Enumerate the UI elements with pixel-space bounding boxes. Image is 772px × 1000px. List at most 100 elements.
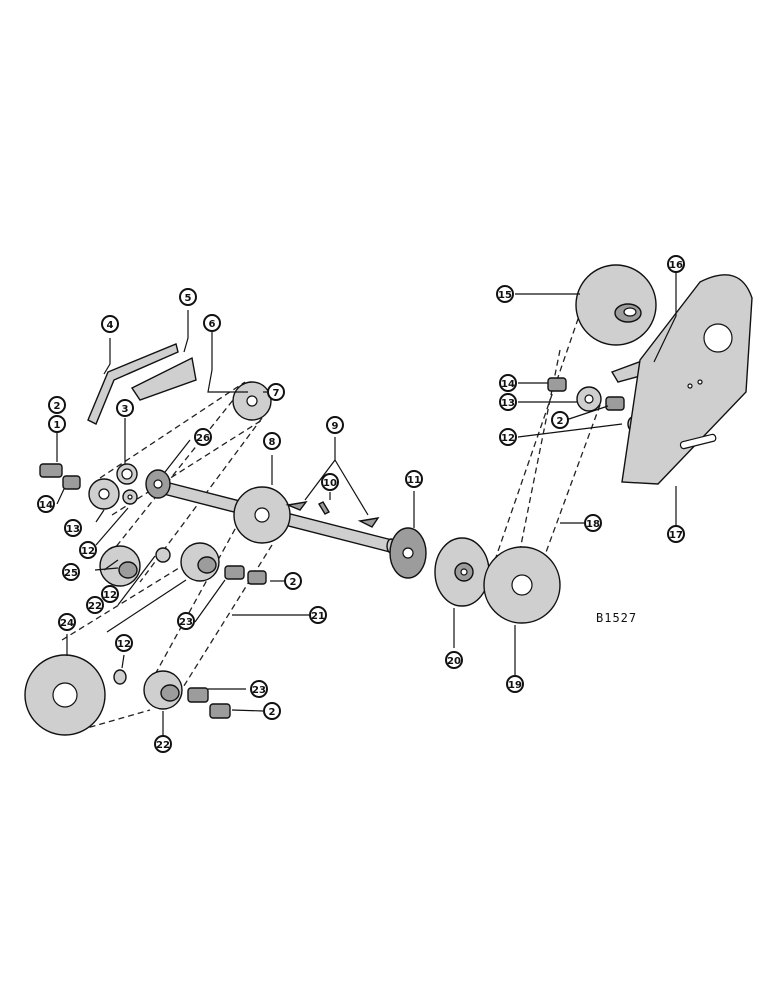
callout-16: 16 [667, 255, 685, 273]
callout-14-left: 14 [37, 495, 55, 513]
svg-text:15: 15 [498, 290, 512, 301]
svg-text:8: 8 [269, 437, 276, 448]
callout-5: 5 [179, 288, 197, 306]
callout-21: 21 [309, 606, 327, 624]
callout-12-left: 12 [79, 541, 97, 559]
svg-text:23: 23 [252, 685, 266, 696]
callout-14-right: 14 [499, 374, 517, 392]
bushing-part-23-lower [187, 687, 209, 703]
key-parts-9 [285, 501, 380, 528]
callout-22-upper: 22 [86, 596, 104, 614]
roller-part-2-mid [247, 570, 267, 585]
hub-part-11 [389, 527, 427, 579]
callout-15: 15 [496, 285, 514, 303]
bracket-part-4 [87, 343, 179, 425]
washer-part-12-left [122, 489, 138, 505]
svg-text:2: 2 [54, 401, 61, 412]
svg-text:13: 13 [66, 524, 80, 535]
roller-part-2-right [605, 396, 625, 411]
svg-text:18: 18 [586, 519, 600, 530]
leader-lines [56, 272, 677, 742]
callout-13-left: 13 [64, 519, 82, 537]
svg-text:13: 13 [501, 398, 515, 409]
small-sprocket-13-right [576, 386, 602, 412]
small-sprocket-13-left [88, 478, 120, 510]
svg-text:2: 2 [290, 577, 297, 588]
chain-lower-b [79, 709, 151, 731]
callout-2-lower: 2 [263, 702, 281, 720]
callout-22-lower: 22 [154, 735, 172, 753]
callout-20: 20 [445, 651, 463, 669]
callout-8: 8 [263, 432, 281, 450]
callout-2-right: 2 [551, 411, 569, 429]
roller-part-1 [39, 463, 63, 478]
callout-17: 17 [667, 525, 685, 543]
sprocket-part-8 [233, 486, 291, 544]
callout-24: 24 [58, 613, 76, 631]
callout-3: 3 [116, 399, 134, 417]
svg-text:6: 6 [209, 319, 216, 330]
svg-text:10: 10 [323, 478, 337, 489]
svg-text:2: 2 [269, 707, 276, 718]
chain-18-a [494, 289, 589, 561]
shield-part-17 [621, 274, 753, 485]
callout-12-mid: 12 [101, 585, 119, 603]
svg-text:14: 14 [39, 500, 53, 511]
bushing-part-23-mid [224, 565, 245, 580]
chain-18-b [544, 404, 601, 556]
callout-2-top-left: 2 [48, 396, 66, 414]
callout-9: 9 [326, 416, 344, 434]
pin-part-10 [318, 501, 330, 515]
svg-text:22: 22 [156, 740, 170, 751]
svg-text:9: 9 [332, 421, 339, 432]
sprocket-part-22-lower [143, 670, 183, 710]
callout-25: 25 [62, 563, 80, 581]
callout-4: 4 [101, 315, 119, 333]
figure-reference-code: B1527 [596, 611, 637, 625]
callout-2-mid: 2 [284, 572, 302, 590]
callout-18: 18 [584, 514, 602, 532]
svg-text:12: 12 [103, 590, 117, 601]
callout-6: 6 [203, 314, 221, 332]
large-sprocket-24 [24, 654, 106, 736]
svg-text:7: 7 [273, 388, 280, 399]
large-sprocket-19 [483, 546, 561, 624]
chain-lower-a [61, 554, 201, 641]
chain-21-a [151, 519, 241, 681]
washer-part-12-mid [155, 547, 171, 563]
svg-text:14: 14 [501, 379, 515, 390]
bracket-part-5 [130, 356, 197, 401]
callout-26: 26 [194, 428, 212, 446]
svg-text:25: 25 [64, 568, 78, 579]
svg-text:5: 5 [185, 293, 192, 304]
svg-text:26: 26 [196, 433, 210, 444]
callout-23-upper: 23 [177, 612, 195, 630]
svg-text:23: 23 [179, 617, 193, 628]
bushing-part-14-left [62, 475, 81, 490]
callout-11: 11 [405, 470, 423, 488]
sprocket-part-25 [99, 545, 141, 587]
callout-19: 19 [506, 675, 524, 693]
callout-1: 1 [48, 415, 66, 433]
collar-sprocket-26 [145, 469, 171, 499]
sprocket-part-7 [232, 381, 272, 421]
svg-text:12: 12 [81, 546, 95, 557]
chain-upper-left [114, 384, 246, 549]
svg-text:19: 19 [508, 680, 522, 691]
svg-text:4: 4 [107, 320, 114, 331]
callout-labels: 2 1 14 4 5 6 7 3 26 8 9 10 11 13 12 25 1… [37, 255, 685, 753]
callout-12-lower: 12 [115, 634, 133, 652]
callout-12-right: 12 [499, 428, 517, 446]
washer-part-3 [116, 463, 138, 485]
svg-text:12: 12 [501, 433, 515, 444]
drive-chains [61, 289, 601, 731]
callout-13-right: 13 [499, 393, 517, 411]
roller-part-2-lower [209, 703, 231, 719]
svg-text:1: 1 [54, 420, 61, 431]
svg-text:20: 20 [447, 656, 461, 667]
callout-23-lower: 23 [250, 680, 268, 698]
callout-10: 10 [321, 473, 339, 491]
svg-text:2: 2 [557, 416, 564, 427]
sprocket-part-22-upper [180, 542, 220, 582]
